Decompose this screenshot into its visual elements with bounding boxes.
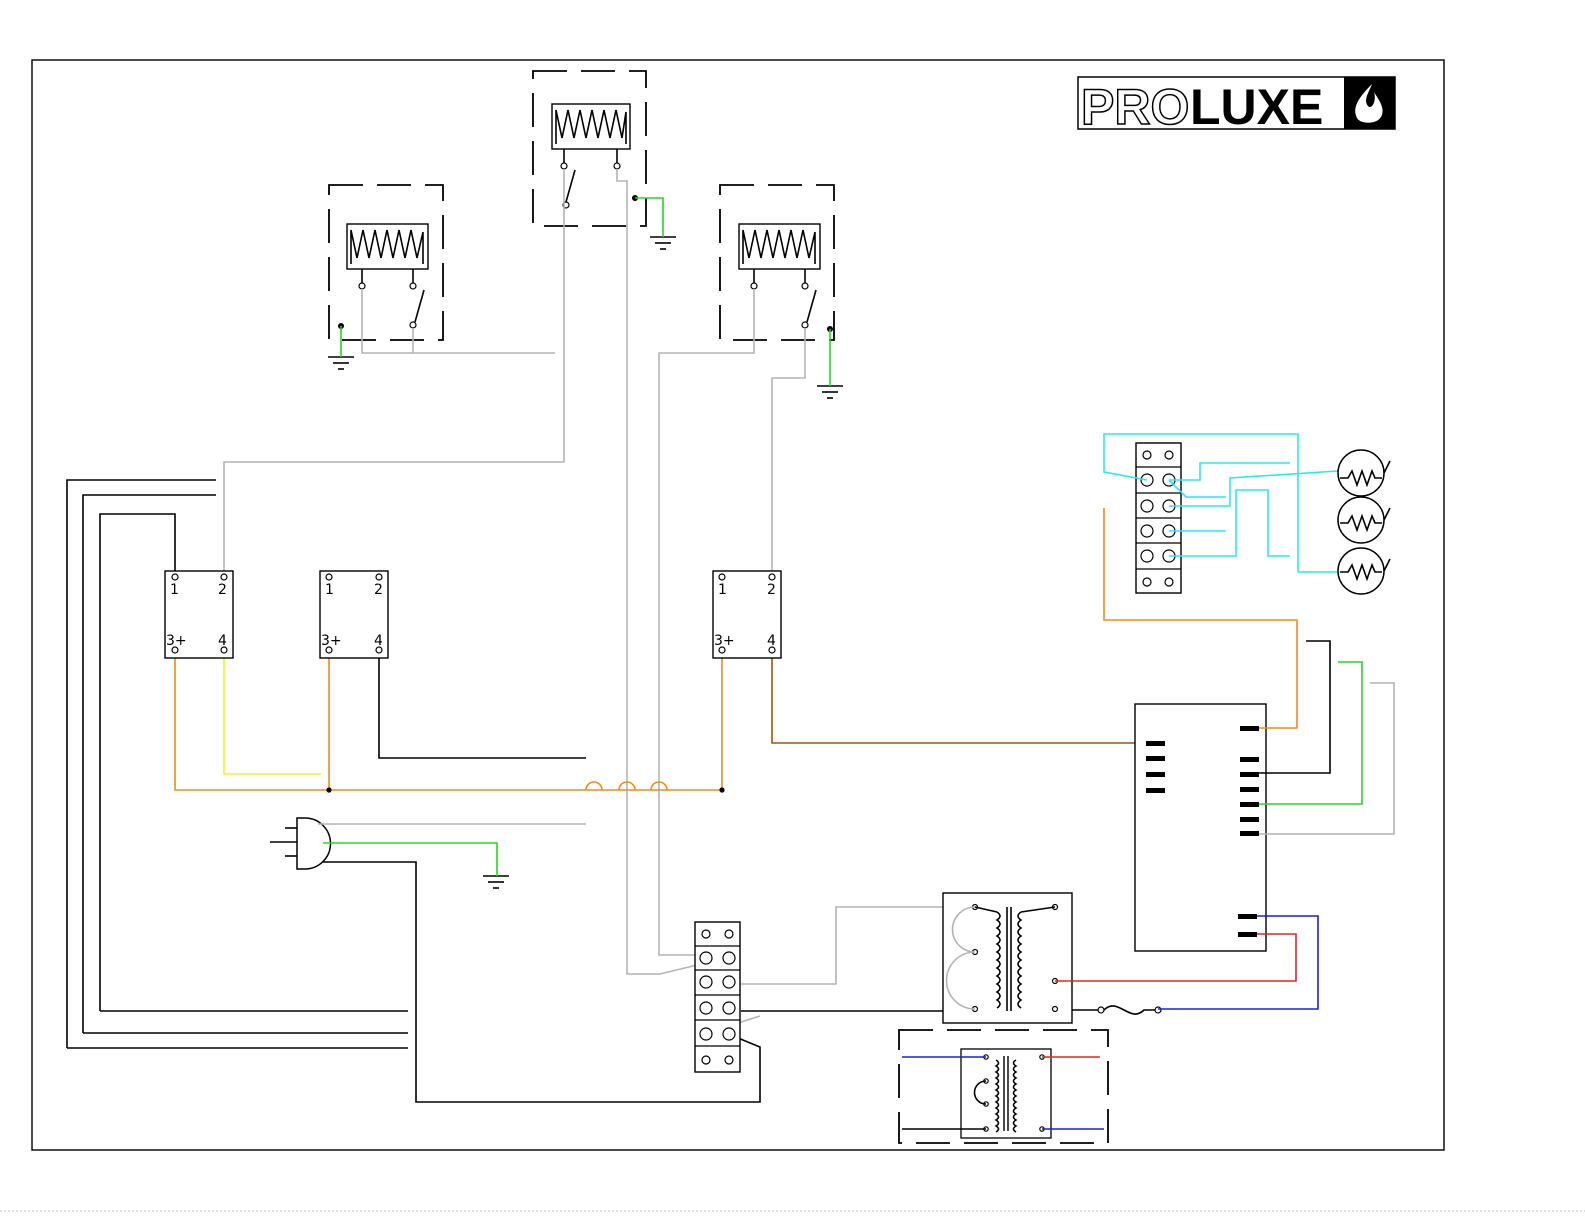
switch-contact-icon (415, 290, 424, 322)
relay-terminal-label: 4 (218, 633, 227, 649)
sensor-icon (1338, 497, 1390, 543)
logo-brand-light: PRO (1081, 79, 1189, 135)
fuse-icon (1098, 1006, 1161, 1014)
control-board (1135, 704, 1266, 951)
relay-terminal-label: 1 (170, 582, 179, 598)
relay-terminal-label: 1 (325, 582, 334, 598)
thermostat-unit-left (329, 185, 443, 340)
thermostat-unit-center (533, 71, 646, 226)
relay-3: 1 2 3+ 4 (713, 571, 781, 658)
ground-icon (328, 357, 354, 369)
relay-1: 1 2 3+ 4 (165, 571, 233, 658)
terminal-block-main (695, 922, 740, 1072)
relay-terminal-label: 3+ (166, 633, 187, 649)
flame-icon (1344, 77, 1395, 129)
relay-terminal-label: 2 (767, 582, 776, 598)
transformer-main (943, 893, 1072, 1023)
relay-terminal-label: 3+ (321, 633, 342, 649)
transformer-detail (899, 1030, 1108, 1143)
logo-brand-bold: LUXE (1190, 79, 1323, 135)
ground-icon (483, 876, 509, 888)
sensor-icon (1338, 548, 1390, 594)
power-plug-icon (270, 818, 331, 869)
terminal-block-sensors (1136, 443, 1181, 593)
proluxe-logo: PRO LUXE (1078, 77, 1395, 135)
relay-terminal-label: 4 (767, 633, 776, 649)
ground-icon (650, 237, 676, 249)
relay-terminal-label: 1 (718, 582, 727, 598)
switch-contact-icon (566, 170, 575, 202)
relay-terminal-label: 3+ (714, 633, 735, 649)
ground-icon (817, 386, 843, 398)
sensor-icon (1338, 450, 1390, 496)
relay-terminal-label: 2 (218, 582, 227, 598)
thermostat-unit-right (720, 185, 834, 340)
switch-contact-icon (807, 290, 816, 322)
relay-terminal-label: 4 (374, 633, 383, 649)
relay-2: 1 2 3+ 4 (320, 571, 388, 658)
relay-terminal-label: 2 (374, 582, 383, 598)
